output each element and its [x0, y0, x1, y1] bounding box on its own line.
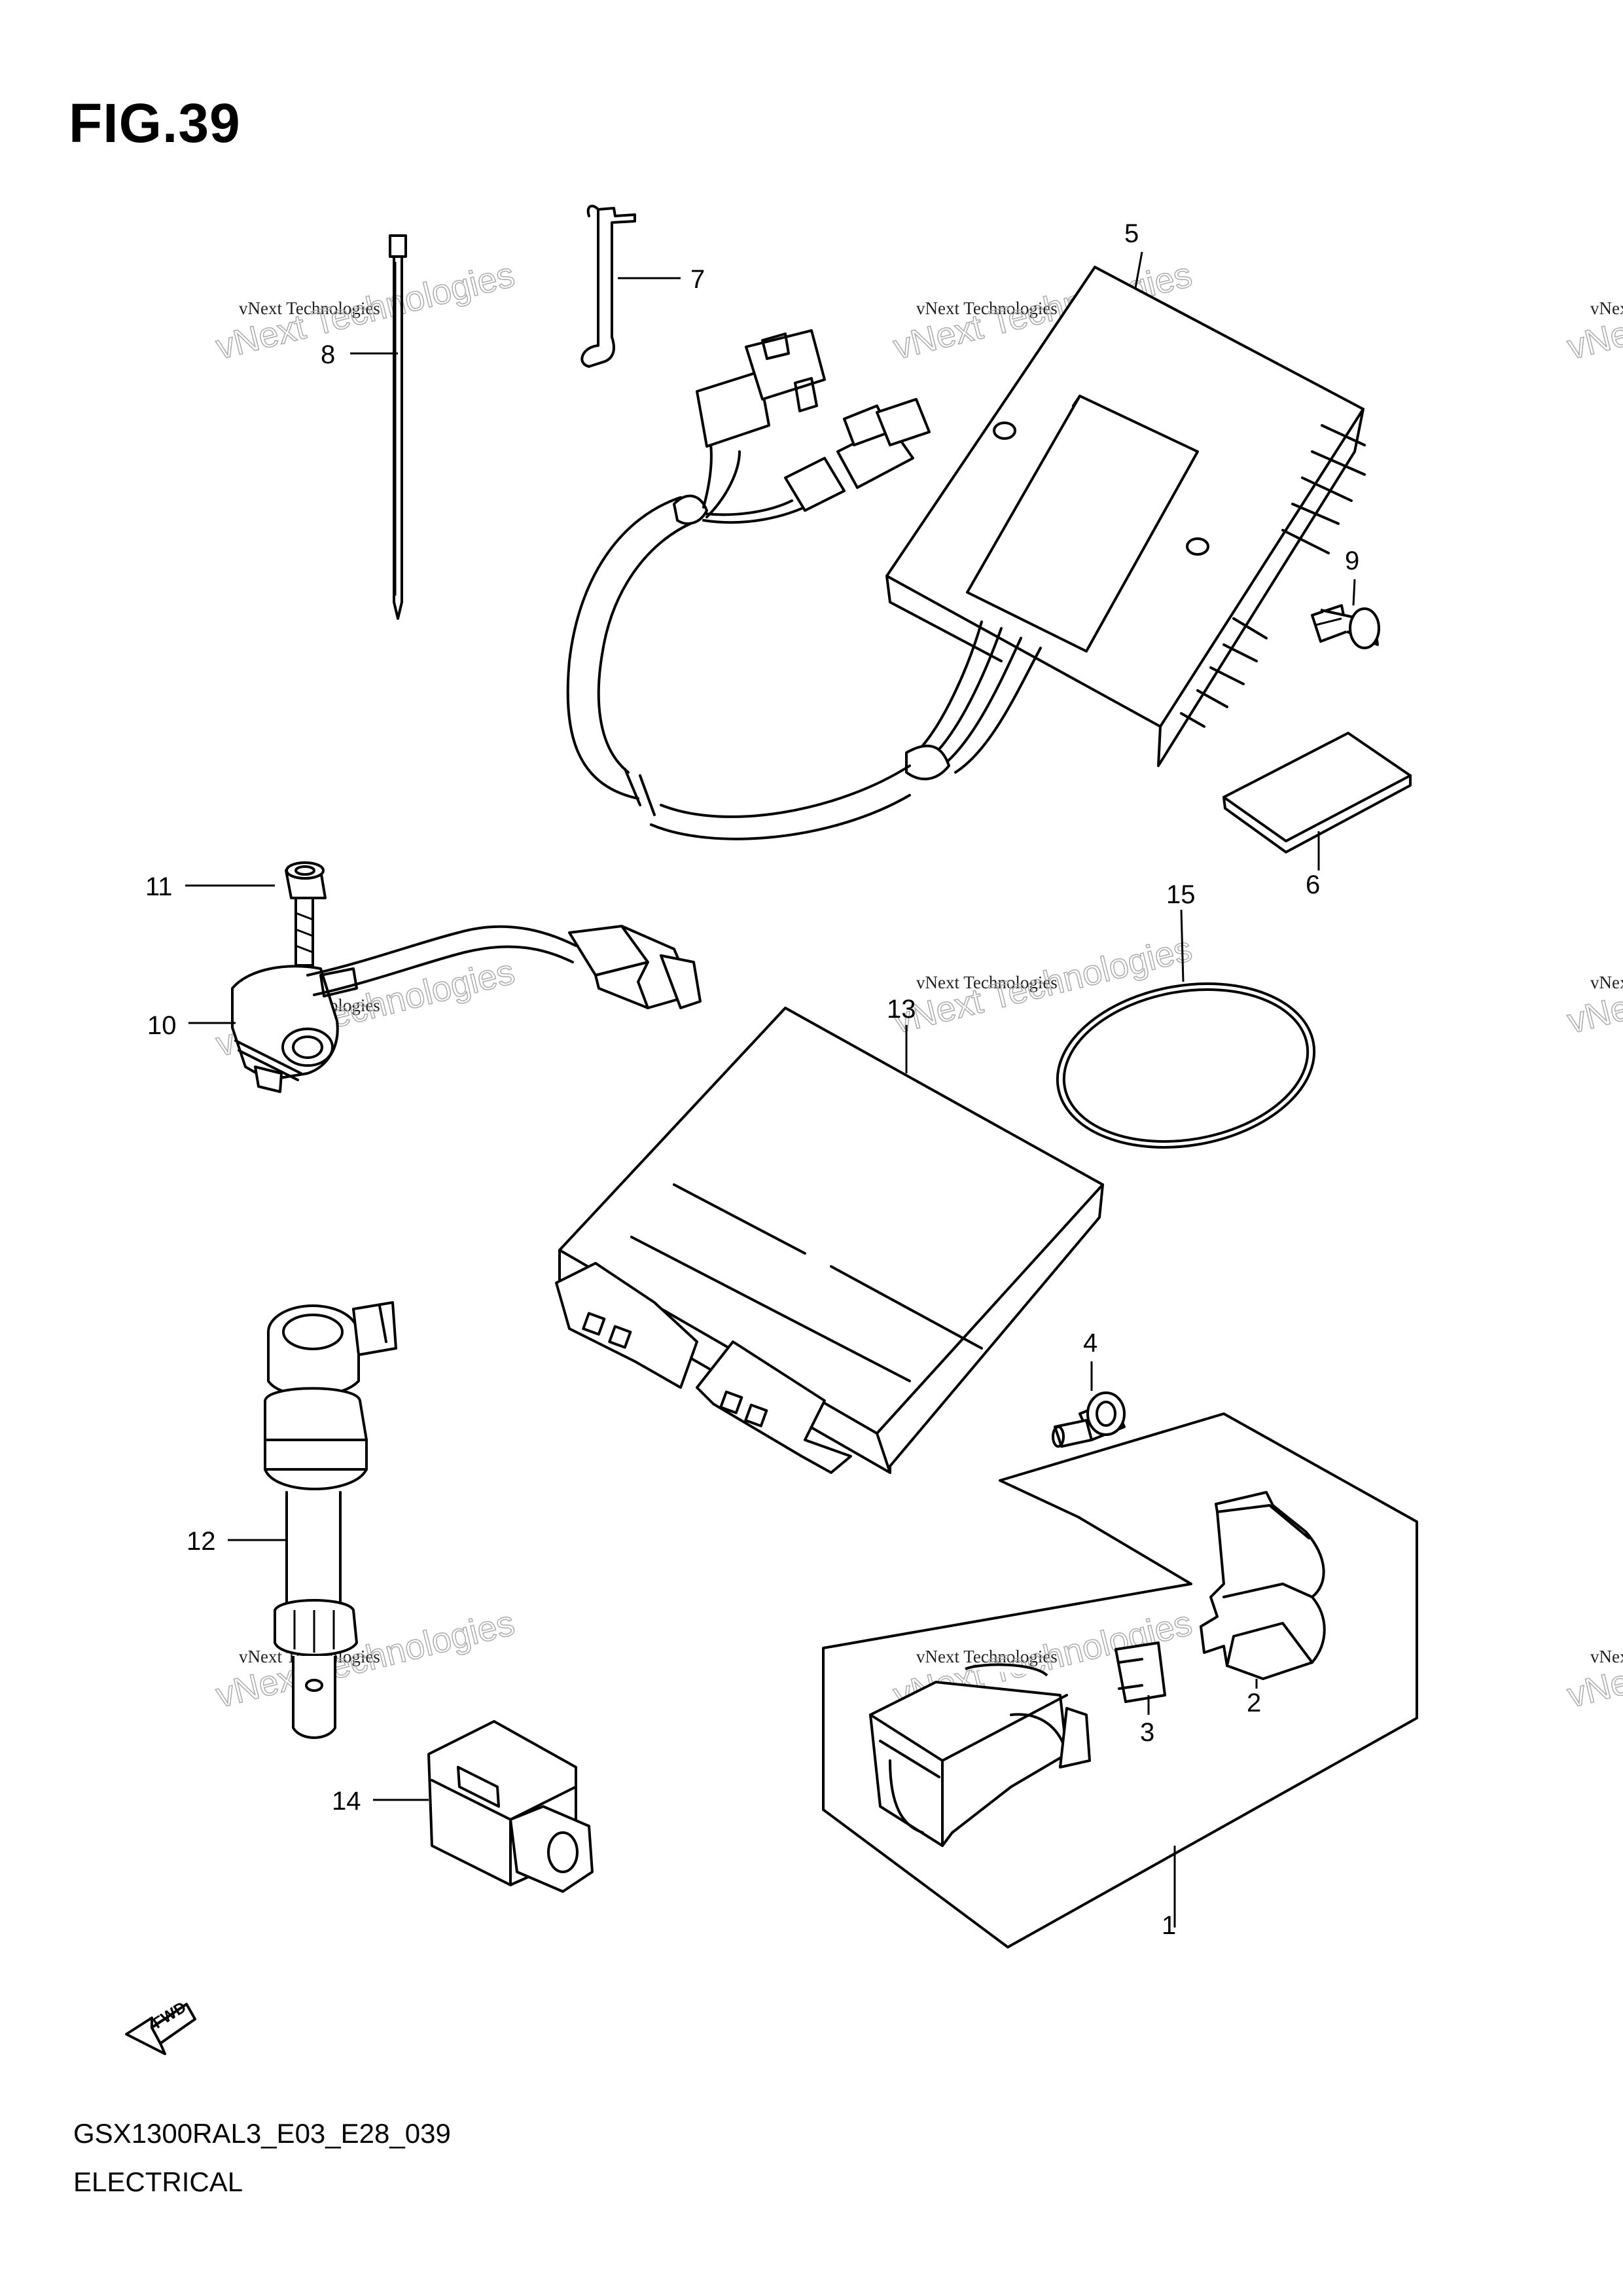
section-label: ELECTRICAL	[73, 2166, 243, 2197]
wire-clamp	[580, 204, 636, 368]
heat-pad	[1222, 732, 1412, 853]
callout-7: 7	[690, 265, 705, 294]
callout-11: 11	[145, 872, 173, 901]
callout-9: 9	[1345, 547, 1359, 575]
callout-2: 2	[1247, 1689, 1261, 1717]
fuse-box-assembly	[822, 1412, 1418, 1948]
watermark-small: vNext Technologies	[1590, 298, 1623, 318]
callout-13: 13	[887, 995, 916, 1024]
watermark-small: vNext Technologies	[1590, 1647, 1623, 1666]
screw-small	[1052, 1391, 1126, 1448]
ecm-unit	[555, 1007, 1104, 1474]
fwd-arrow-icon: FWD	[125, 1998, 196, 2055]
callout-12: 12	[187, 1527, 216, 1556]
callout-14: 14	[332, 1787, 361, 1816]
bolt-regulator	[1311, 604, 1380, 649]
speed-sensor	[231, 925, 702, 1093]
regulator-rectifier	[566, 266, 1366, 840]
watermark-small: vNext Technologies	[239, 298, 380, 318]
bolt-sensor	[285, 861, 327, 967]
watermark-small: vNext Technologies	[916, 1647, 1058, 1666]
callout-4: 4	[1083, 1329, 1097, 1357]
callout-8: 8	[321, 340, 335, 369]
callout-1: 1	[1162, 1911, 1176, 1940]
watermark-small: vNext Technologies	[1590, 973, 1623, 992]
ignition-coil	[264, 1301, 397, 1739]
model-code: GSX1300RAL3_E03_E28_039	[73, 2118, 451, 2149]
connector-block	[427, 1720, 594, 1893]
callout-10: 10	[147, 1011, 177, 1040]
callout-labels: 1 2 3 4 5 6 7 8 9 10 11 12 13 14 15	[145, 219, 1359, 1940]
watermark-small: vNext Technologies	[916, 298, 1058, 318]
figure-title: FIG.39	[69, 92, 241, 154]
callout-3: 3	[1140, 1718, 1154, 1747]
watermark-small: vNext Technologies	[916, 973, 1058, 992]
callout-15: 15	[1166, 880, 1196, 909]
leader-lines	[185, 251, 1356, 1928]
watermarks: vNext Technologies vNext Technologies vN…	[211, 255, 1623, 1716]
callout-6: 6	[1306, 870, 1320, 899]
o-ring	[1056, 982, 1316, 1149]
cable-tie	[389, 234, 407, 620]
callout-5: 5	[1124, 219, 1139, 248]
